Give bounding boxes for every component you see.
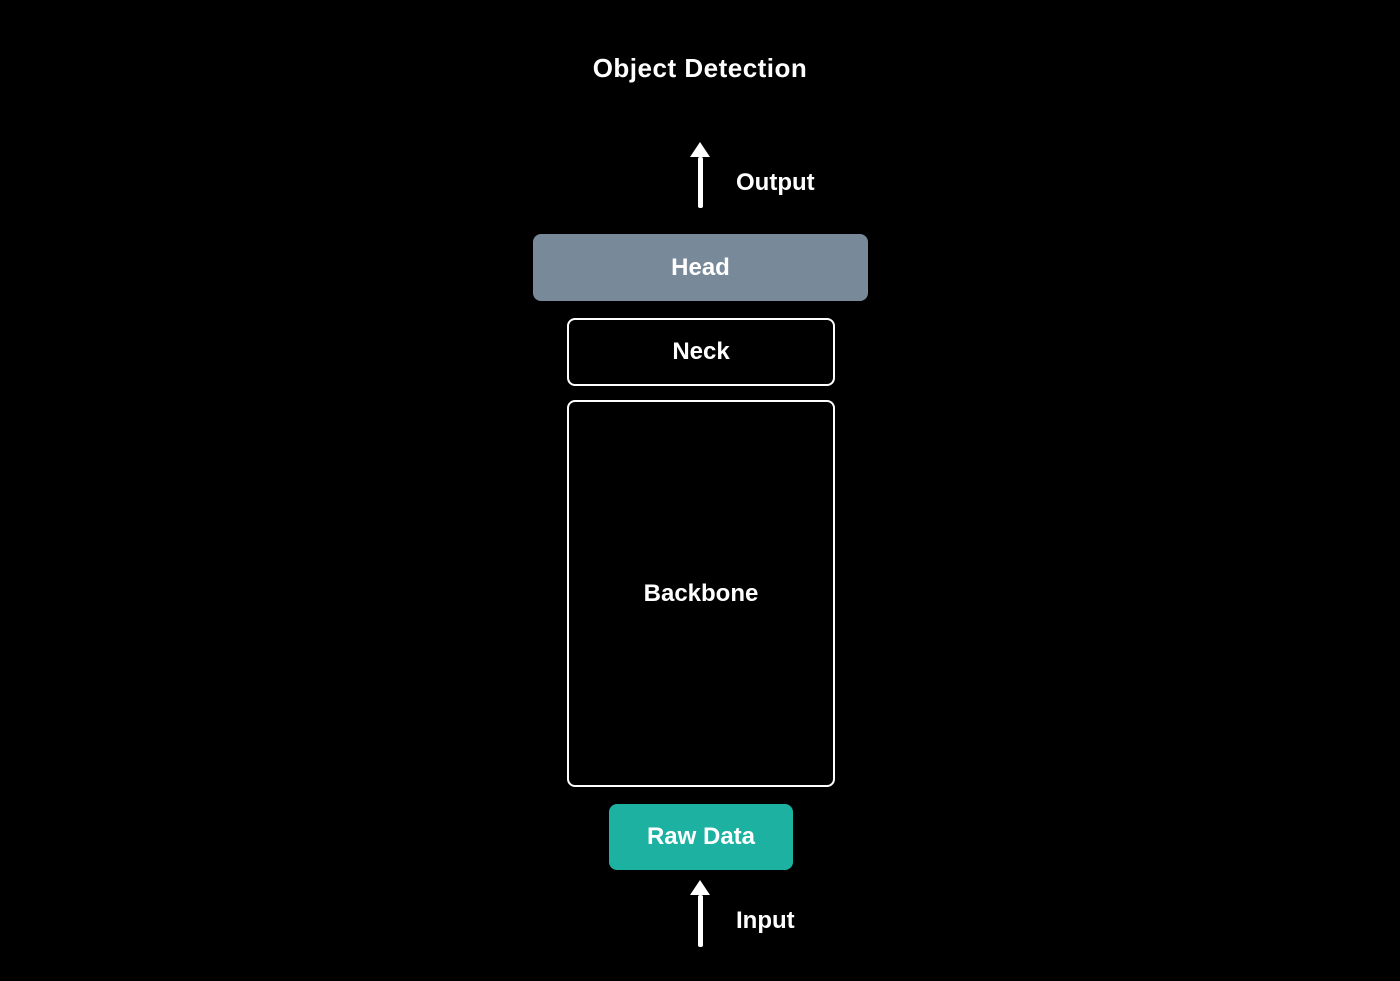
arrowhead-icon [690, 880, 710, 895]
block-backbone: Backbone [567, 400, 835, 787]
output-label: Output [736, 169, 815, 196]
output-arrow-up-icon [689, 142, 711, 208]
arrowhead-icon [690, 142, 710, 157]
diagram-title: Object Detection [592, 53, 808, 83]
arrow-shaft [697, 157, 703, 208]
block-raw-data: Raw Data [609, 804, 793, 870]
arrow-shaft [697, 895, 703, 947]
input-label: Input [736, 907, 795, 934]
block-neck: Neck [567, 318, 835, 386]
input-arrow-up-icon [689, 880, 711, 947]
block-head: Head [533, 234, 868, 301]
